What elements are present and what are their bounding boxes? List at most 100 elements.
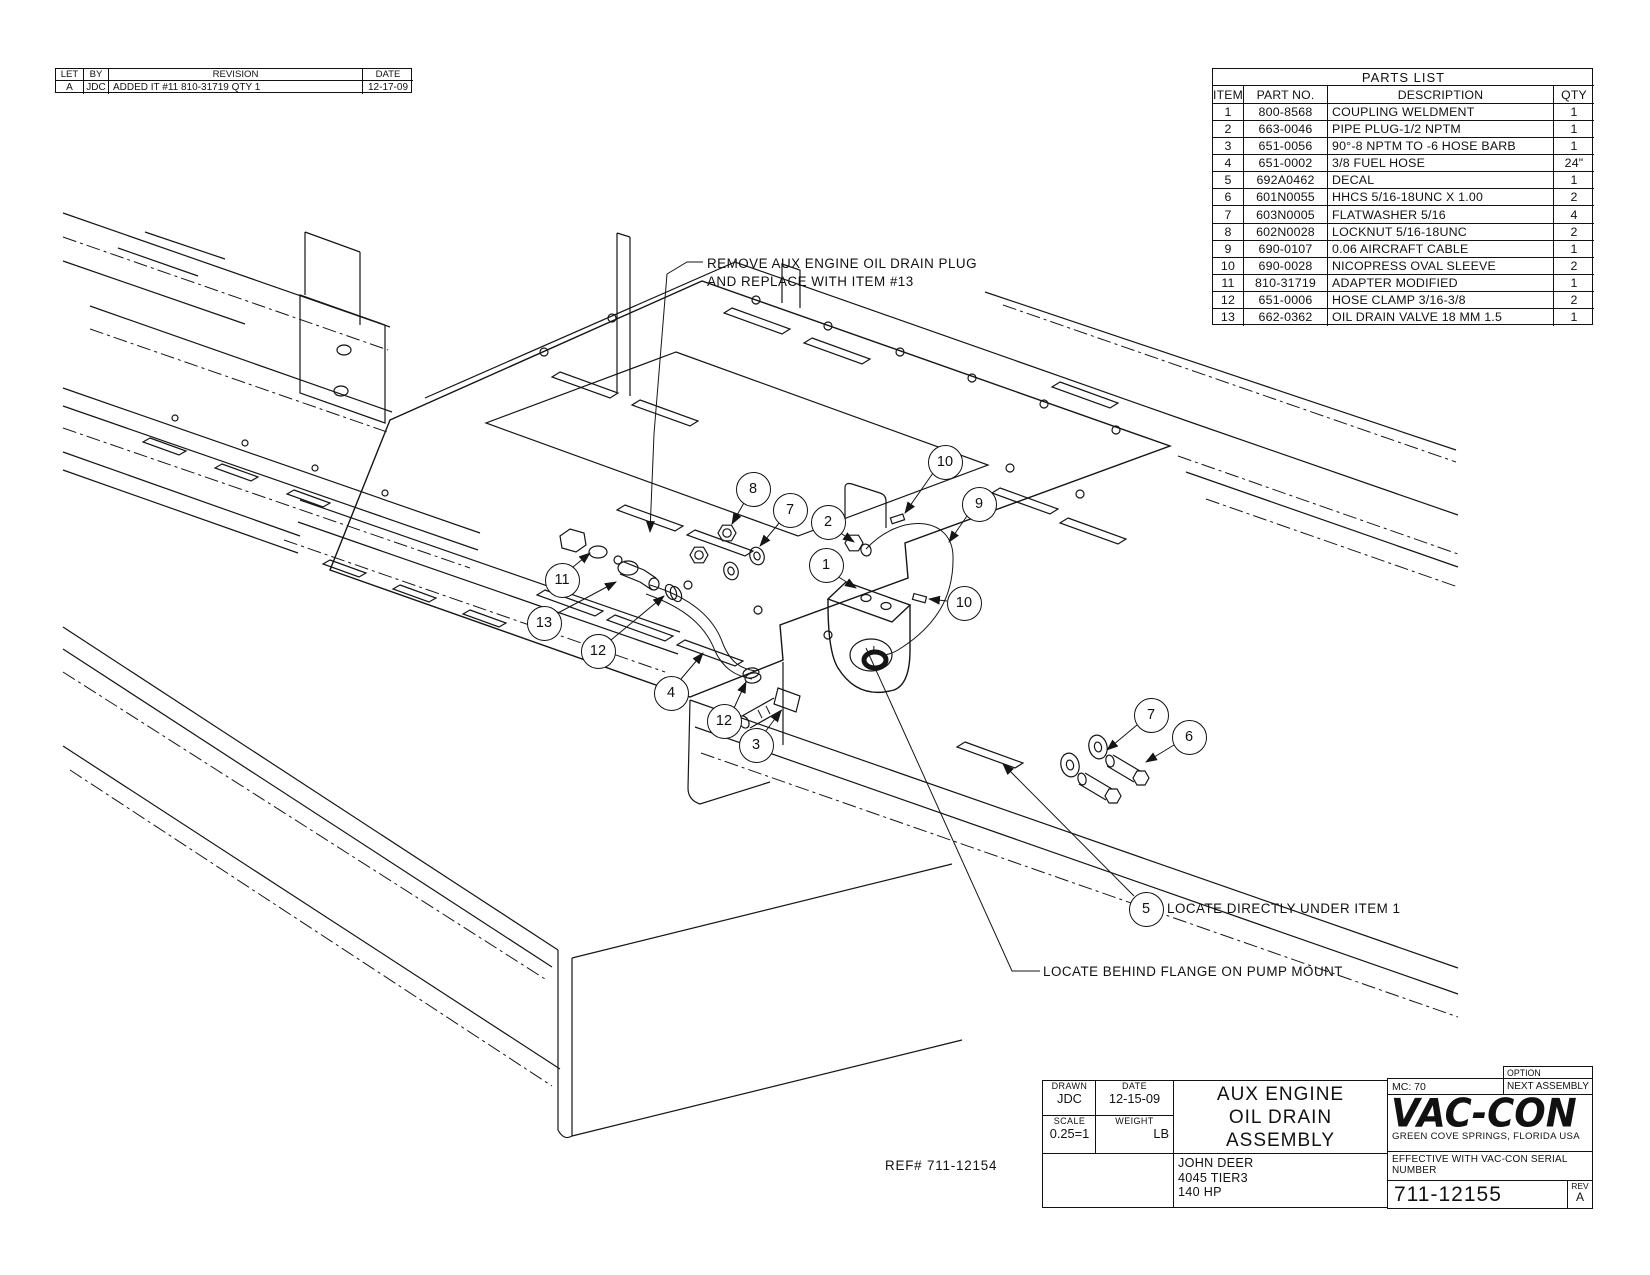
scale-value: 0.25=1	[1049, 1126, 1090, 1141]
balloon-item-13: 13	[526, 605, 562, 641]
parts-cell-5-2: HHCS 5/16-18UNC X 1.00	[1328, 189, 1554, 207]
empty-box	[1042, 1153, 1174, 1208]
parts-cell-4-2: DECAL	[1328, 172, 1554, 190]
parts-cell-3-3: 24"	[1554, 155, 1594, 173]
parts-cell-8-1: 690-0107	[1244, 240, 1328, 258]
balloon-item-8: 8	[735, 471, 771, 507]
parts-cell-8-2: 0.06 AIRCRAFT CABLE	[1328, 240, 1554, 258]
parts-header-2: DESCRIPTION	[1328, 86, 1554, 104]
parts-cell-5-3: 2	[1554, 189, 1594, 207]
ref-number: REF# 711-12154	[885, 1158, 998, 1173]
parts-cell-2-1: 651-0056	[1244, 138, 1328, 156]
balloon-item-11: 11	[544, 562, 580, 598]
parts-cell-12-0: 13	[1213, 308, 1244, 327]
parts-cell-6-3: 4	[1554, 206, 1594, 224]
rev-value: A	[1575, 1190, 1584, 1204]
next-assembly-box: NEXT ASSEMBLY	[1503, 1078, 1593, 1095]
drawing-title-line3: ASSEMBLY	[1225, 1129, 1336, 1151]
balloon-item-10: 10	[927, 444, 963, 480]
logo-location: GREEN COVE SPRINGS, FLORIDA USA	[1392, 1131, 1580, 1142]
parts-cell-4-3: 1	[1554, 172, 1594, 190]
parts-cell-7-1: 602N0028	[1244, 223, 1328, 241]
drawing-title: AUX ENGINE OIL DRAIN ASSEMBLY	[1173, 1080, 1388, 1154]
date-box: DATE 12-15-09	[1095, 1080, 1174, 1117]
balloon-item-6: 6	[1171, 719, 1207, 755]
parts-cell-0-2: COUPLING WELDMENT	[1328, 104, 1554, 122]
date-label: DATE	[1122, 1081, 1147, 1091]
parts-cell-3-2: 3/8 FUEL HOSE	[1328, 155, 1554, 173]
note-remove-plug: REMOVE AUX ENGINE OIL DRAIN PLUG AND REP…	[707, 255, 977, 291]
parts-cell-4-1: 692A0462	[1244, 172, 1328, 190]
parts-cell-0-1: 800-8568	[1244, 104, 1328, 122]
note-remove-plug-line2: AND REPLACE WITH ITEM #13	[707, 274, 914, 289]
engine-line2: 4045 TIER3	[1178, 1170, 1248, 1185]
balloon-item-12: 12	[580, 633, 616, 669]
balloon-item-3: 3	[738, 727, 774, 763]
note-locate-behind: LOCATE BEHIND FLANGE ON PUMP MOUNT	[1043, 964, 1343, 979]
drawn-box: DRAWN JDC	[1042, 1080, 1097, 1117]
revision-cell-2: ADDED IT #11 810-31719 QTY 1	[109, 81, 363, 94]
parts-cell-8-3: 1	[1554, 241, 1594, 258]
logo-box: VAC-CON GREEN COVE SPRINGS, FLORIDA USA	[1387, 1094, 1593, 1152]
parts-cell-10-3: 1	[1554, 275, 1594, 292]
hardware-coupling-weldment	[826, 581, 912, 694]
drawn-label: DRAWN	[1051, 1081, 1088, 1091]
weight-label: WEIGHT	[1115, 1116, 1154, 1126]
balloon-item-2: 2	[810, 504, 846, 540]
parts-cell-2-0: 3	[1213, 138, 1244, 156]
revision-cell-1: JDC	[84, 81, 109, 94]
drawing-title-line1: AUX ENGINE	[1216, 1083, 1345, 1105]
balloon-item-1: 1	[808, 547, 844, 583]
parts-cell-11-1: 651-0006	[1244, 291, 1328, 309]
parts-cell-0-3: 1	[1554, 104, 1594, 122]
effective-box: EFFECTIVE WITH VAC-CON SERIAL NUMBER	[1387, 1151, 1593, 1181]
engine-line3: 140 HP	[1178, 1185, 1222, 1199]
parts-cell-12-3: 1	[1570, 310, 1578, 325]
deck-plate	[329, 232, 1459, 805]
parts-cell-7-0: 8	[1213, 223, 1244, 241]
parts-cell-5-1: 601N0055	[1244, 189, 1328, 207]
parts-list-title: PARTS LIST	[1213, 69, 1594, 86]
parts-cell-6-1: 603N0005	[1244, 206, 1328, 224]
parts-cell-7-3: 2	[1554, 224, 1594, 241]
drawn-value: JDC	[1057, 1091, 1082, 1106]
parts-cell-9-0: 10	[1213, 257, 1244, 275]
parts-cell-2-2: 90°-8 NPTM TO -6 HOSE BARB	[1328, 138, 1554, 156]
engine-box: JOHN DEER 4045 TIER3 140 HP	[1173, 1153, 1388, 1208]
parts-cell-12-1: 662-0362	[1244, 308, 1328, 327]
note-remove-plug-line1: REMOVE AUX ENGINE OIL DRAIN PLUG	[707, 256, 977, 271]
vac-con-logo: VAC-CON	[1391, 1094, 1577, 1136]
weight-value: LB	[1153, 1126, 1169, 1141]
scale-box: SCALE 0.25=1	[1042, 1115, 1097, 1154]
parts-cell-3-0: 4	[1213, 155, 1244, 173]
parts-cell-7-2: LOCKNUT 5/16-18UNC	[1328, 223, 1554, 241]
scale-label: SCALE	[1053, 1116, 1086, 1126]
parts-header-1: PART NO.	[1244, 86, 1328, 104]
parts-cell-10-1: 810-31719	[1244, 274, 1328, 292]
hardware-hose-elbow	[645, 583, 801, 729]
revision-cell-0: A	[56, 81, 84, 94]
engine-line1: JOHN DEER	[1178, 1156, 1254, 1170]
note-locate-under: LOCATE DIRECTLY UNDER ITEM 1	[1167, 901, 1401, 916]
parts-cell-9-1: 690-0028	[1244, 257, 1328, 275]
parts-cell-6-2: FLATWASHER 5/16	[1328, 206, 1554, 224]
hardware-adapter-valve	[559, 524, 765, 591]
parts-cell-1-1: 663-0046	[1244, 121, 1328, 139]
rev-box: REV A	[1567, 1180, 1593, 1209]
parts-cell-5-0: 6	[1213, 189, 1244, 207]
balloon-item-7: 7	[1133, 697, 1169, 733]
balloon-item-9: 9	[961, 486, 997, 522]
revision-header-3: DATE	[363, 69, 413, 81]
leader-lines	[557, 261, 1175, 972]
parts-cell-4-0: 5	[1213, 172, 1244, 190]
hardware-plug-cable	[844, 513, 954, 656]
parts-cell-11-2: HOSE CLAMP 3/16-3/8	[1328, 291, 1554, 309]
parts-cell-11-3: 2	[1554, 292, 1594, 309]
rev-label: REV	[1571, 1181, 1589, 1191]
parts-header-0: ITEM	[1213, 86, 1244, 104]
hardware-bolts-washers	[1060, 734, 1150, 804]
frame-left-rails	[62, 387, 481, 569]
